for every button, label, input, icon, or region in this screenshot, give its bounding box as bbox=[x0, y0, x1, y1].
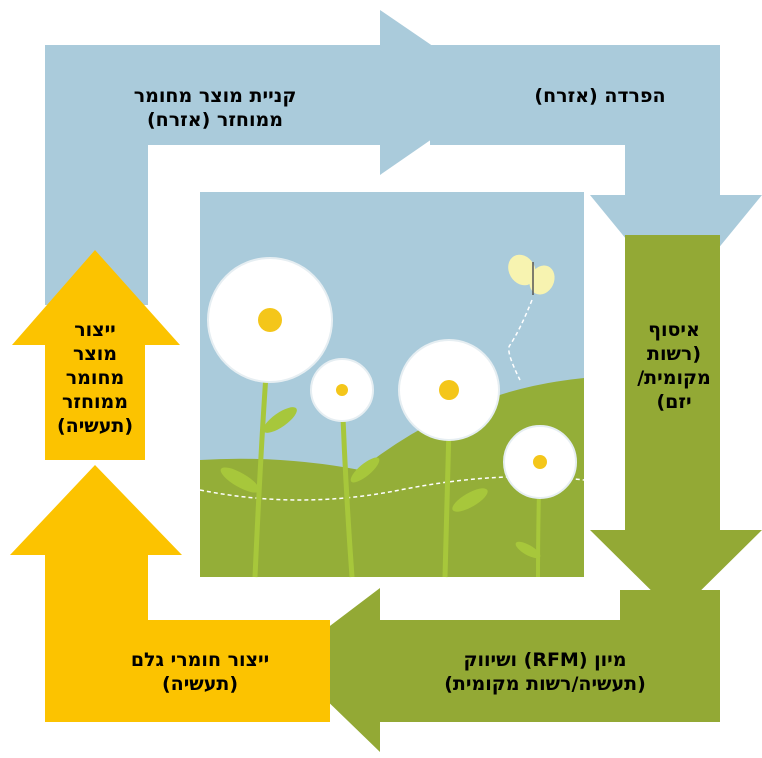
spring-illustration bbox=[199, 192, 585, 578]
sorting-arrow bbox=[285, 588, 720, 752]
raw-materials-arrow bbox=[10, 465, 330, 722]
step-sorting-label: מיון (RFM) ושיווק (תעשיה/רשות מקומית) bbox=[444, 649, 646, 695]
collection-arrow bbox=[590, 235, 762, 615]
step-buy-recycled-label: קניית מוצר מחומר ממוחזר (אזרח) bbox=[133, 85, 297, 131]
step-raw-materials-label: ייצור חומרי גלם (תעשיה) bbox=[130, 649, 270, 695]
butterfly-icon bbox=[508, 254, 555, 295]
daisy-icon bbox=[310, 358, 374, 422]
buy-recycled-arrow bbox=[45, 10, 500, 305]
daisy-icon bbox=[398, 339, 500, 441]
step-separation-label: הפרדה (אזרח) bbox=[534, 85, 666, 107]
step-recycled-production-label: ייצור מוצר מחומר ממוחזר (תעשיה) bbox=[56, 319, 134, 437]
recycled-production-arrow bbox=[12, 250, 180, 460]
step-collection-label: איסוף (רשות מקומית/ יזם) bbox=[637, 319, 711, 413]
daisy-icon bbox=[207, 257, 333, 383]
daisy-icon bbox=[503, 425, 577, 499]
